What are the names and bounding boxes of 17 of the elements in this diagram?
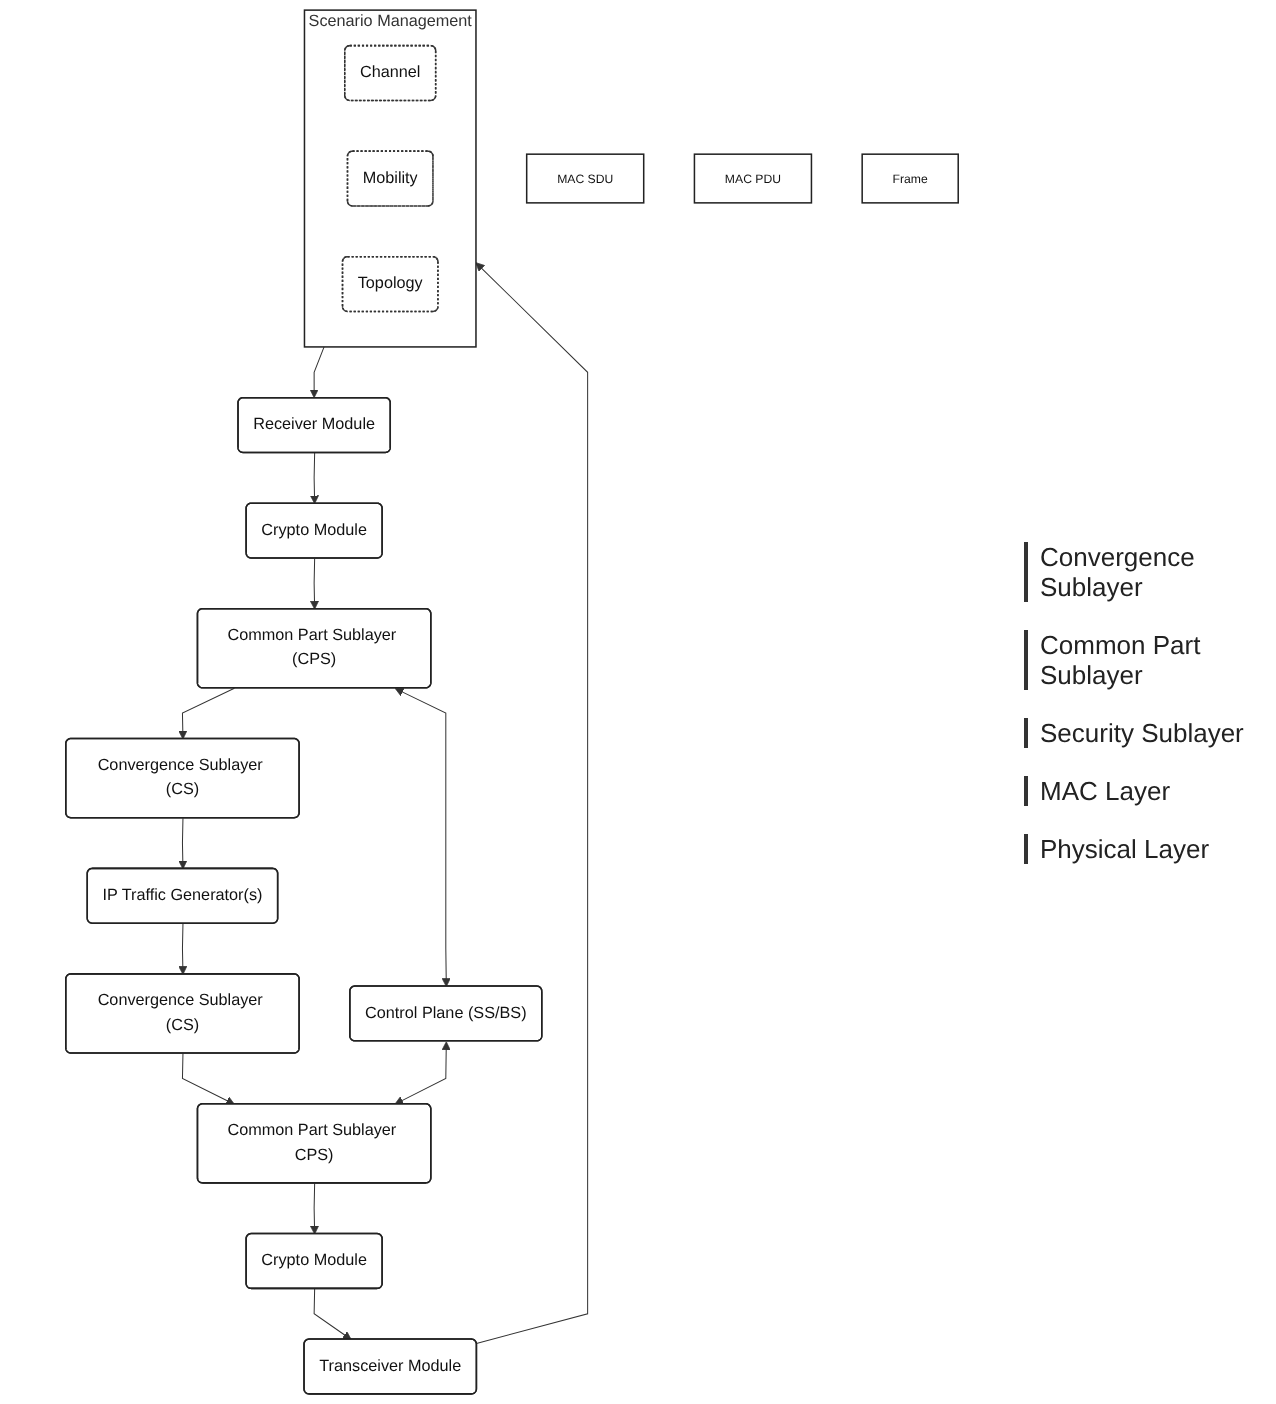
arrow bbox=[178, 923, 188, 975]
arrow bbox=[475, 262, 589, 1344]
layer-label: Security Sublayer bbox=[1024, 717, 1264, 747]
layer-label: MAC Layer bbox=[1024, 775, 1264, 805]
layer-label: Convergence Sublayer bbox=[1024, 541, 1264, 601]
arrow bbox=[178, 817, 188, 870]
layer-label: Common Part Sublayer bbox=[1024, 629, 1264, 689]
arrow bbox=[310, 452, 319, 505]
arrow bbox=[310, 1182, 319, 1235]
layer-label: Physical Layer bbox=[1024, 833, 1264, 863]
arrow bbox=[310, 557, 319, 610]
arrow bbox=[309, 346, 325, 399]
arrow bbox=[394, 1041, 451, 1105]
arrow bbox=[394, 688, 451, 987]
arrow bbox=[181, 1053, 235, 1105]
arrow bbox=[313, 1288, 352, 1340]
arrow bbox=[178, 687, 235, 740]
